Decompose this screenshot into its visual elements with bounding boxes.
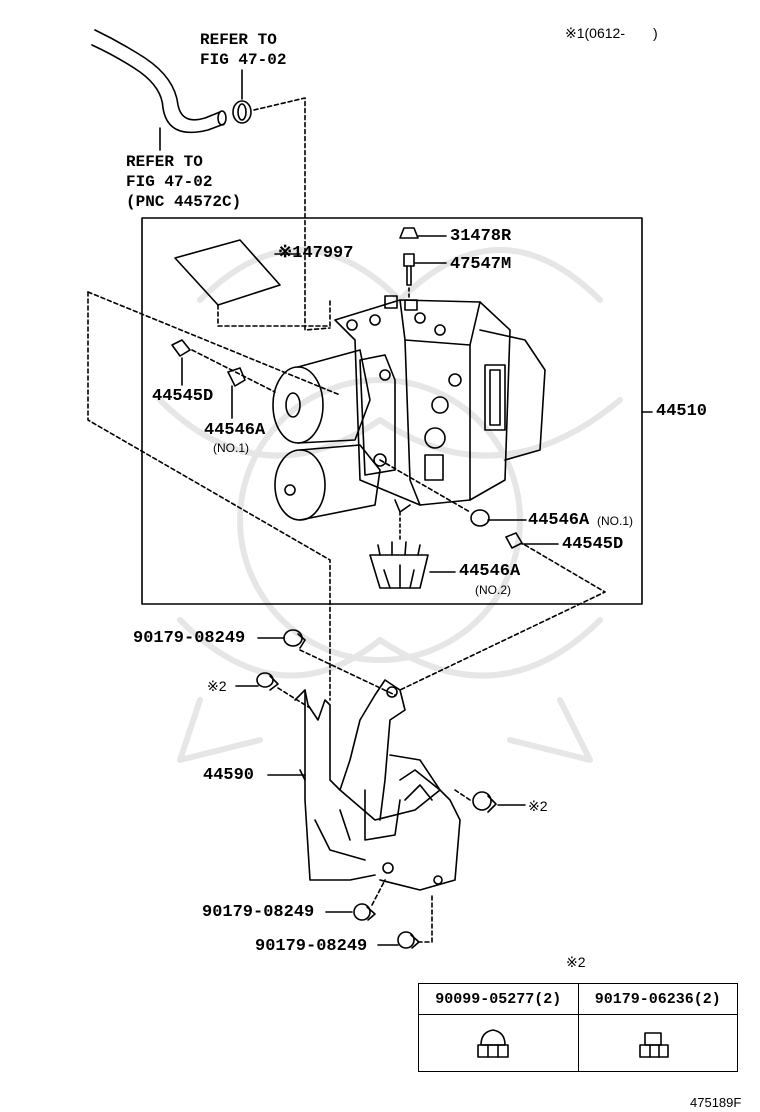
bolt-44545D-left-icon [171, 339, 191, 386]
table-col2-part[interactable]: 90179-06236(2) [577, 983, 738, 1015]
table-mark: ※2 [566, 954, 586, 970]
bushing-44546A-no2-icon [369, 511, 456, 589]
callout-44546A-bottom-sub: (NO.2) [475, 583, 511, 597]
figure-id: 475189F [690, 1095, 742, 1110]
callout-31478R[interactable]: 31478R [450, 227, 512, 246]
refer-left-line1: REFER TO [126, 153, 203, 171]
callout-90179-bot[interactable]: 90179-08249 [255, 937, 368, 956]
bleeder-47547M-icon [403, 253, 447, 301]
bushing-44546A-right-icon [470, 509, 527, 527]
callout-44545D-left[interactable]: 44545D [152, 387, 214, 406]
callout-44510[interactable]: 44510 [656, 402, 708, 421]
callout-44546A-right-sub: (NO.1) [597, 514, 633, 528]
table-col1-cell [418, 1014, 579, 1072]
mark2-left: ※2 [207, 678, 227, 694]
refer-top-line1: REFER TO [200, 31, 277, 49]
callout-47997[interactable]: ※147997 [278, 244, 354, 263]
parts-table-header: 90099-05277(2) 90179-06236(2) [418, 983, 738, 1015]
callout-44546A-left-sub: (NO.1) [213, 441, 249, 455]
table-col1-part[interactable]: 90099-05277(2) [418, 983, 579, 1015]
nut-mark2-right-icon [454, 789, 526, 813]
label-sheet [174, 239, 281, 306]
bracket-44590 [267, 679, 461, 891]
hose-clip [232, 69, 252, 124]
callout-44590[interactable]: 44590 [203, 766, 255, 785]
table-col2-cell [577, 1014, 738, 1072]
refer-top: REFER TO FIG 47-02 [200, 30, 286, 70]
callout-44545D-right[interactable]: 44545D [562, 535, 624, 554]
refer-left: REFER TO FIG 47-02 (PNC 44572C) [126, 152, 241, 212]
refer-top-line2: FIG 47-02 [200, 51, 287, 69]
callout-44546A-left[interactable]: 44546A [204, 421, 266, 440]
callout-90179-mid[interactable]: 90179-08249 [202, 903, 315, 922]
cap-31478R-icon [399, 227, 447, 239]
brake-hose [91, 29, 227, 134]
parts-table: 90099-05277(2) 90179-06236(2) [418, 983, 738, 1072]
parts-table-icons [418, 1014, 738, 1072]
callout-44546A-right[interactable]: 44546A [528, 511, 590, 530]
callout-44546A-bottom[interactable]: 44546A [459, 562, 521, 581]
refer-left-line3: (PNC 44572C) [126, 193, 242, 211]
mark2-right: ※2 [528, 798, 548, 814]
header-note: ※1(0612- ) [565, 25, 658, 41]
refer-left-line2: FIG 47-02 [126, 173, 213, 191]
bolt-90179-mid-icon [325, 879, 386, 921]
callout-47547M[interactable]: 47547M [450, 255, 512, 274]
bolt-90179-top-icon [257, 629, 396, 696]
bolt-44545D-right-icon [505, 532, 559, 549]
bushing-44546A-left-icon [227, 367, 246, 419]
abs-actuator [272, 295, 546, 521]
callout-90179-top[interactable]: 90179-08249 [133, 629, 246, 648]
bolt-90179-bot-icon [377, 894, 433, 949]
